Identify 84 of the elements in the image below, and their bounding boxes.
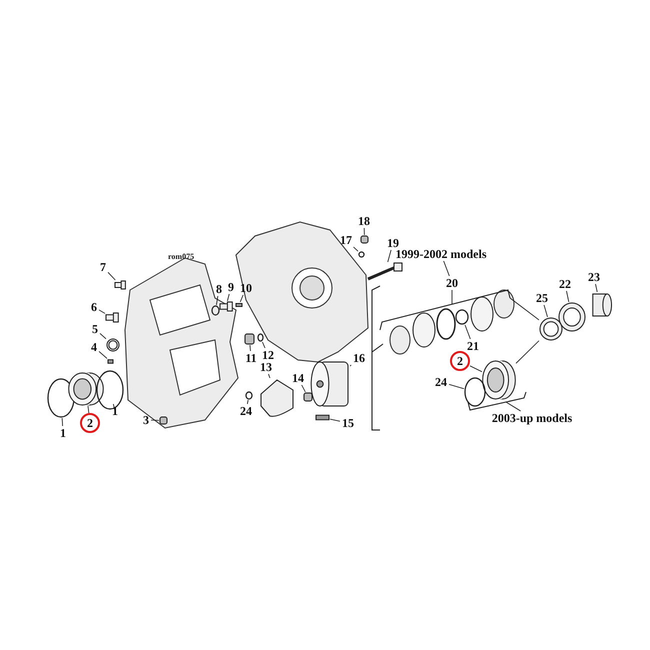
roller-bearing-drawing: [482, 360, 516, 400]
roller-bearing-drawing: [68, 372, 104, 406]
fitting-drawing: [219, 301, 233, 312]
leader-line: [216, 296, 218, 306]
leader-line: [350, 364, 352, 366]
model-range-label: 1999-2002 models: [389, 247, 493, 261]
callout-number: 9: [226, 280, 236, 294]
leader-line: [98, 351, 108, 359]
callout-number: 7: [98, 260, 108, 274]
leader-line: [246, 400, 249, 404]
leader-line: [240, 294, 244, 302]
callout-number: 11: [243, 351, 259, 365]
leader-line: [301, 384, 306, 392]
callout-number: 4: [89, 340, 99, 354]
leader-line: [387, 250, 392, 262]
callout-number: 23: [586, 270, 602, 284]
callout-number: 19: [385, 236, 401, 250]
callout-number: 6: [89, 300, 99, 314]
callout-number: 2: [450, 351, 470, 371]
callout-number: 15: [340, 416, 356, 430]
seal-drawing: [106, 338, 120, 352]
callout-number: 5: [90, 322, 100, 336]
callout-number: 1: [58, 426, 68, 440]
leader-line: [62, 418, 63, 426]
leader-line: [98, 310, 106, 314]
o-ring-drawing: [257, 333, 264, 342]
callout-number: 3: [141, 413, 151, 427]
callout-number: 18: [356, 214, 372, 228]
pin-drawing: [315, 413, 330, 422]
leader-line: [330, 418, 340, 422]
leader-line: [112, 404, 116, 410]
callout-number: 14: [290, 371, 306, 385]
leader-line: [516, 340, 540, 364]
leader-line: [448, 384, 464, 390]
plug-drawing: [360, 235, 369, 244]
leader-line: [250, 344, 251, 352]
seal-drawing: [558, 302, 586, 332]
leader-line: [566, 290, 570, 302]
leader-line: [353, 246, 358, 252]
callout-number: 17: [338, 233, 354, 247]
oil-filter-drawing: [310, 360, 350, 408]
o-ring-drawing: [211, 305, 220, 316]
leader-line: [595, 284, 598, 292]
model-range-label: 2003-up models: [485, 411, 579, 425]
leader-line: [464, 324, 471, 340]
leader-line: [227, 294, 230, 302]
pin-drawing: [107, 358, 114, 365]
plug-drawing: [303, 392, 313, 402]
callout-number: 1: [110, 404, 120, 418]
callout-number: 21: [465, 339, 481, 353]
callout-number: 25: [534, 291, 550, 305]
leader-line: [150, 420, 160, 421]
retaining-ring-drawing: [464, 377, 486, 407]
drawing-code-label: rom075: [168, 252, 194, 261]
seal-drawing: [539, 317, 563, 341]
o-ring-drawing: [245, 391, 253, 400]
callout-number: 22: [557, 277, 573, 291]
leader-line: [100, 333, 106, 340]
leader-line: [88, 406, 90, 414]
fitting-drawing: [114, 280, 126, 290]
leader-line: [470, 365, 482, 372]
callout-number: 24: [433, 375, 449, 389]
callout-number: 20: [444, 276, 460, 290]
callout-number: 16: [351, 351, 367, 365]
leader-line: [108, 272, 116, 280]
leader-line: [510, 298, 540, 320]
leader-line: [443, 260, 450, 276]
fitting-drawing: [105, 312, 119, 323]
leader-line: [262, 342, 266, 348]
leader-line: [364, 228, 365, 236]
leader-line: [506, 402, 522, 412]
pin-drawing: [235, 302, 243, 308]
callout-number: 12: [260, 348, 276, 362]
cover-drawing: [259, 378, 295, 418]
plug-drawing: [159, 416, 168, 425]
callout-number: 24: [238, 404, 254, 418]
bolt-drawing: [366, 262, 404, 282]
leader-line: [268, 374, 270, 378]
callout-number: 2: [80, 413, 100, 433]
o-ring-drawing: [358, 251, 365, 258]
callout-number: 13: [258, 360, 274, 374]
leader-line: [544, 304, 548, 318]
plug-drawing: [244, 333, 255, 345]
callout-number: 8: [214, 282, 224, 296]
